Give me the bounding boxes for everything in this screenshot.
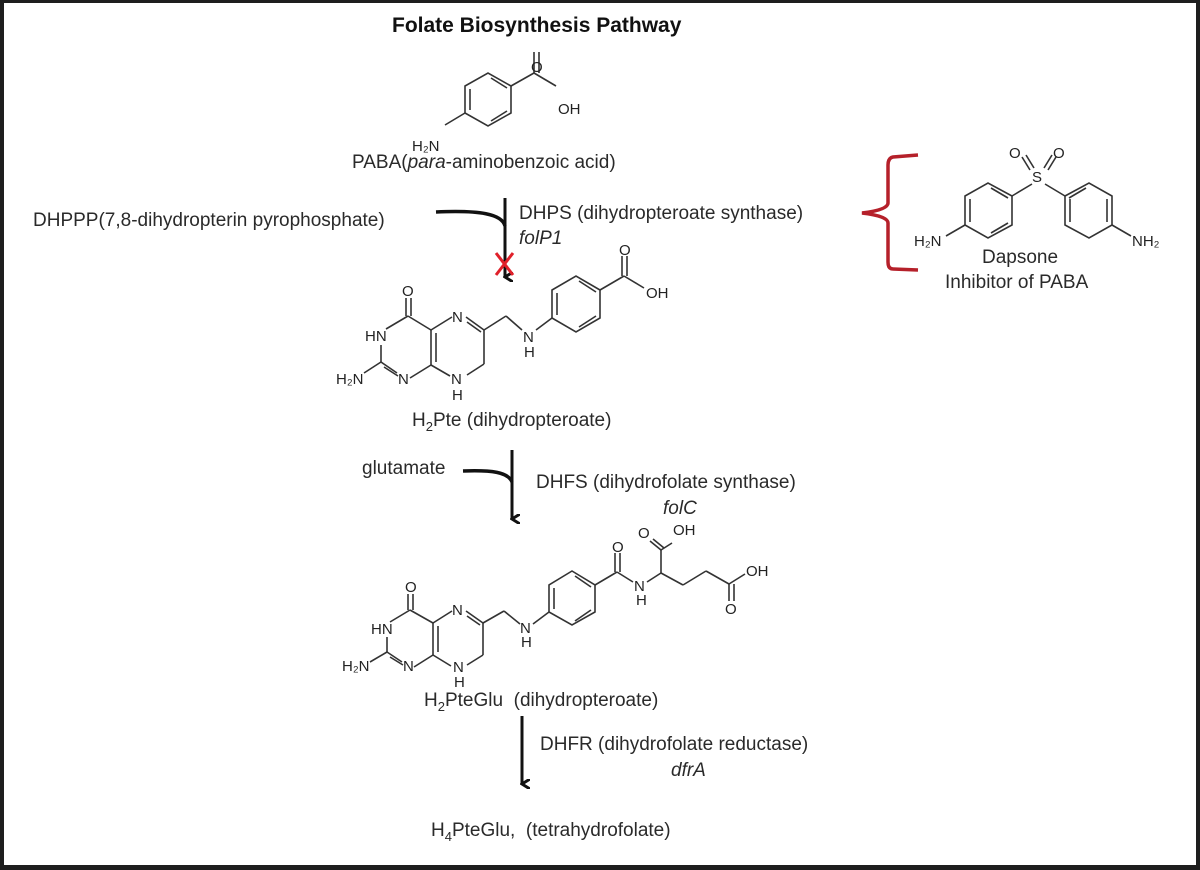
h2pteglu-n2-atom: N bbox=[452, 602, 463, 619]
dapsone-description: Inhibitor of PABA bbox=[945, 272, 1089, 293]
dhppp-input-arrow bbox=[435, 209, 507, 227]
h2pte-label: H2Pte (dihydropteroate) bbox=[412, 410, 612, 434]
h2pte-h2n-atom: H₂N bbox=[336, 371, 364, 388]
inhibitor-bracket bbox=[861, 153, 919, 272]
h2pte-amine-n-atom: N bbox=[523, 329, 534, 346]
h2pteglu-gamma-oh-atom: OH bbox=[746, 563, 769, 580]
dhfs-enzyme-label: DHFS (dihydrofolate synthase) bbox=[536, 472, 796, 493]
inhibition-x-icon bbox=[494, 252, 515, 276]
paba-abbrev: PABA bbox=[352, 152, 402, 173]
dapsone-name: Dapsone bbox=[982, 247, 1059, 268]
h2pteglu-amine-h-atom: H bbox=[521, 634, 532, 651]
h2pteglu-gamma-o-atom: O bbox=[725, 601, 737, 618]
h2pte-nh-atom: N bbox=[451, 371, 462, 388]
paba-oh-atom: OH bbox=[558, 101, 581, 118]
dhps-enzyme-label: DHPS (dihydropteroate synthase) bbox=[519, 203, 804, 224]
paba-nh2-atom: H₂N bbox=[412, 138, 440, 155]
h2pteglu-nh-h-atom: H bbox=[454, 674, 465, 691]
h2pte-amine-h-atom: H bbox=[524, 344, 535, 361]
h4pteglu-label: H4PteGlu, (tetrahydrofolate) bbox=[431, 820, 671, 844]
dhfr-gene-label: dfrA bbox=[671, 760, 706, 781]
h2pte-n2-atom: N bbox=[452, 309, 463, 326]
h2pteglu-label: H2PteGlu (dihydropteroate) bbox=[424, 690, 659, 714]
h2pteglu-structure bbox=[369, 538, 746, 668]
dapsone-nh2-atom: NH₂ bbox=[1132, 233, 1160, 250]
dapsone-o1-atom: O bbox=[1009, 145, 1021, 162]
dhps-gene-label: folP1 bbox=[519, 228, 563, 249]
h2pte-nh-h-atom: H bbox=[452, 387, 463, 404]
h2pte-o-atom: O bbox=[402, 283, 414, 300]
h2pteglu-n-atom: N bbox=[403, 658, 414, 675]
h2pteglu-amine-n-atom: N bbox=[520, 620, 531, 637]
h2pte-n-atom: N bbox=[398, 371, 409, 388]
h2pteglu-alpha-o-atom: O bbox=[638, 525, 650, 542]
dapsone-structure bbox=[945, 154, 1132, 239]
h2pteglu-amide-o-atom: O bbox=[612, 539, 624, 556]
paba-italic: para bbox=[407, 152, 446, 173]
paba-o-atom: O bbox=[531, 59, 543, 76]
dhppp-label: DHPPP(7,8-dihydropterin pyrophosphate) bbox=[33, 210, 385, 231]
paba-label: PABA(para-aminobenzoic acid) bbox=[352, 152, 616, 173]
dapsone-s-atom: S bbox=[1032, 169, 1042, 186]
h2pteglu-amide-n-atom: N bbox=[634, 578, 645, 595]
dhfr-enzyme-label: DHFR (dihydrofolate reductase) bbox=[540, 734, 809, 755]
h2pteglu-nh-atom: N bbox=[453, 659, 464, 676]
dhfs-reaction-arrow bbox=[462, 450, 514, 519]
h2pteglu-o-atom: O bbox=[405, 579, 417, 596]
h2pte-carboxyl-o-atom: O bbox=[619, 242, 631, 259]
paba-structure bbox=[444, 52, 557, 127]
h2pteglu-alpha-oh-atom: OH bbox=[673, 522, 696, 539]
dapsone-o2-atom: O bbox=[1053, 145, 1065, 162]
h2pte-oh-atom: OH bbox=[646, 285, 669, 302]
h2pteglu-amide-h-atom: H bbox=[636, 592, 647, 609]
h2pteglu-h2n-atom: H₂N bbox=[342, 658, 370, 675]
diagram-title: Folate Biosynthesis Pathway bbox=[392, 14, 682, 37]
dhfs-gene-label: folC bbox=[663, 498, 697, 519]
h2pteglu-hn-atom: HN bbox=[371, 621, 393, 638]
dapsone-h2n-atom: H₂N bbox=[914, 233, 942, 250]
dhps-reaction-arrow bbox=[435, 198, 507, 277]
glutamate-label: glutamate bbox=[362, 458, 446, 479]
glutamate-input-arrow bbox=[462, 469, 514, 483]
h2pte-hn-atom: HN bbox=[365, 328, 387, 345]
h2pte-structure bbox=[363, 256, 645, 379]
